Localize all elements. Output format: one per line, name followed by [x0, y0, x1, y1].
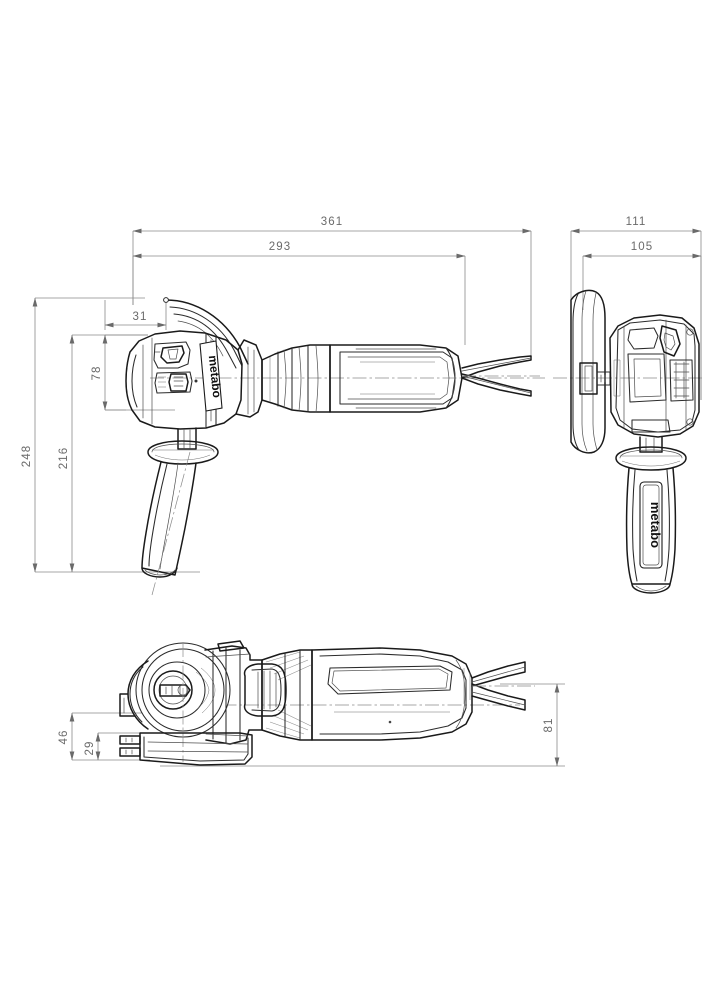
gear-head-housing-side: metabo	[125, 330, 263, 430]
dimension-81: 81	[160, 683, 565, 767]
dimension-248-label: 248	[21, 445, 33, 468]
disc-guard-front	[570, 289, 611, 454]
dimension-46-label: 46	[58, 730, 70, 745]
top-view-grinder	[119, 640, 535, 766]
power-cord-side	[461, 355, 540, 397]
logo-badge-body-side: metabo	[199, 340, 224, 412]
guard-plate-top	[119, 732, 253, 766]
dimension-46: 46	[58, 712, 150, 761]
spindle-lock-button-top	[243, 663, 287, 717]
dimension-293-label: 293	[269, 241, 292, 253]
handle-centerline	[151, 451, 191, 596]
logo-badge-handle: metabo	[639, 481, 663, 569]
dimension-216-label: 216	[58, 447, 70, 470]
motor-housing-top	[311, 647, 473, 741]
logo-text-handle: metabo	[648, 502, 663, 548]
dimension-31: 31	[104, 298, 167, 330]
dimension-248: 248	[21, 297, 200, 573]
side-handle-front-view: metabo	[615, 436, 687, 594]
side-view-grinder: metabo	[105, 297, 545, 596]
dimension-105: 105	[582, 241, 702, 400]
dimension-216: 216	[58, 334, 148, 573]
dimension-361-label: 361	[321, 216, 344, 228]
side-handle-side-view	[141, 427, 219, 596]
logo-text-body: metabo	[206, 355, 224, 399]
grinding-disc-top	[135, 642, 231, 762]
dimension-81-label: 81	[543, 718, 555, 733]
top-view-dimensions: 46 29 81	[58, 683, 565, 767]
dimension-105-label: 105	[631, 241, 654, 253]
dimension-111-label: 111	[626, 216, 647, 228]
side-view-dimensions: 361 293 248 216	[21, 216, 532, 573]
dimension-29-label: 29	[84, 741, 96, 756]
dimension-78-label: 78	[91, 366, 103, 381]
disc-guard-top	[119, 660, 149, 730]
dimension-361: 361	[132, 216, 532, 360]
front-view-grinder: metabo	[553, 289, 705, 594]
motor-neck-side	[261, 344, 331, 413]
dimension-29: 29	[84, 732, 160, 761]
dimension-78: 78	[91, 334, 175, 411]
disc-guard-side	[163, 297, 249, 369]
motor-housing-side	[329, 344, 463, 413]
gear-head-front	[609, 314, 700, 438]
front-view-dimensions: 111 105	[570, 216, 702, 400]
dimension-31-label: 31	[133, 311, 148, 323]
motor-cowl-top	[243, 649, 313, 741]
power-cord-top	[463, 661, 535, 711]
dimension-293: 293	[132, 241, 466, 345]
